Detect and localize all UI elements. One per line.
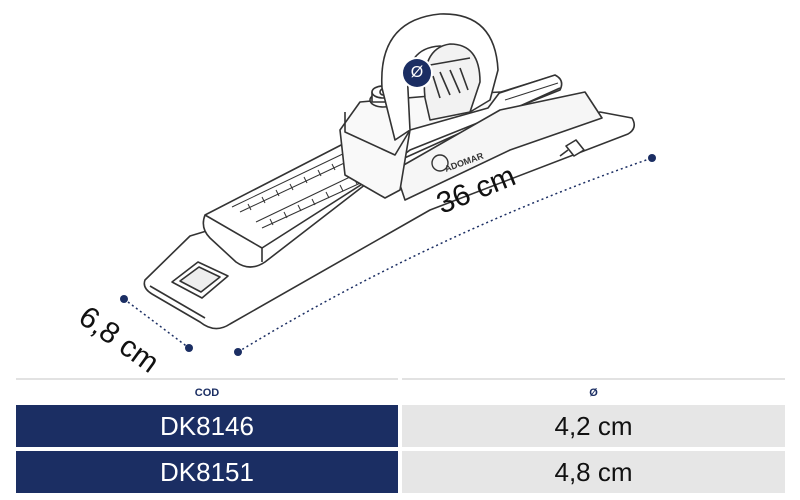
tube-clamp: [381, 13, 499, 141]
length-dimension: [234, 154, 656, 356]
row-diameter: 4,2 cm: [402, 405, 785, 447]
row-code: DK8151: [16, 451, 398, 493]
mounting-hole: [171, 261, 229, 299]
diameter-badge: Ø: [403, 59, 431, 87]
header-diameter: Ø: [402, 378, 785, 405]
table-row: DK8146 4,2 cm: [16, 405, 785, 447]
side-screw: [559, 139, 585, 157]
spec-table: COD Ø DK8146 4,2 cm DK8151 4,8 cm: [16, 378, 785, 497]
row-diameter: 4,8 cm: [402, 451, 785, 493]
product-illustration: ADOMAR: [120, 13, 656, 356]
base-plate: [143, 111, 636, 330]
table-header: COD Ø: [16, 378, 785, 405]
header-code: COD: [16, 378, 398, 405]
row-code: DK8146: [16, 405, 398, 447]
table-row: DK8151 4,8 cm: [16, 451, 785, 493]
width-dimension: [120, 295, 193, 352]
